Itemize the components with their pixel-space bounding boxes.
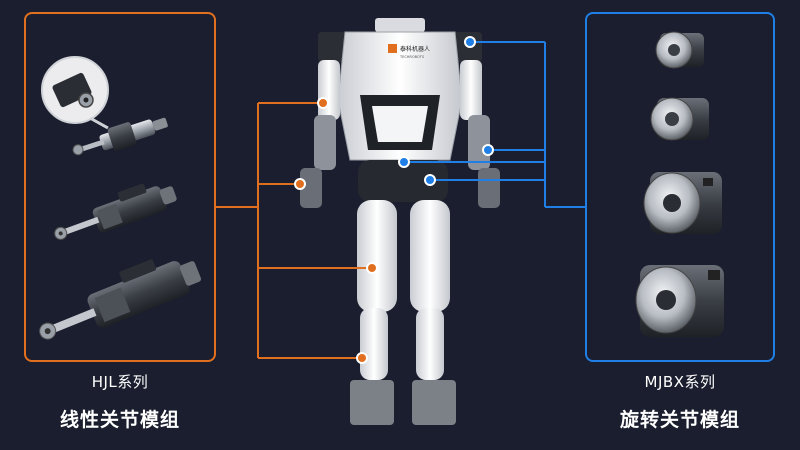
linear-actuator-large [39, 259, 202, 340]
linear-actuator-medium [54, 183, 177, 240]
brand-logo-icon [388, 44, 397, 53]
rotary-joint-markers [398, 36, 494, 186]
rotary-module-panel [585, 12, 775, 362]
linear-module-title: 线性关节模组 [59, 409, 180, 431]
linear-module-panel [24, 12, 216, 362]
linear-connector-lines [216, 102, 372, 359]
linear-series-label: HJL系列 [91, 373, 149, 391]
linear-joint-markers [294, 97, 378, 364]
brand-label: 泰科机器人 [400, 45, 430, 53]
rotary-actuator-s [650, 97, 709, 141]
rotary-actuator-xs [655, 31, 704, 69]
rotary-actuator-l [635, 265, 724, 337]
rotary-connector-lines [404, 41, 585, 208]
rotary-module-title: 旋转关节模组 [619, 409, 740, 431]
brand-sub-label: TECHROBOTS [399, 55, 425, 59]
rotary-actuator-m [643, 172, 722, 234]
humanoid-robot: 泰科机器人 TECHROBOTS [300, 18, 500, 425]
rotary-series-label: MJBX系列 [644, 373, 716, 391]
linear-actuator-small [41, 56, 168, 156]
